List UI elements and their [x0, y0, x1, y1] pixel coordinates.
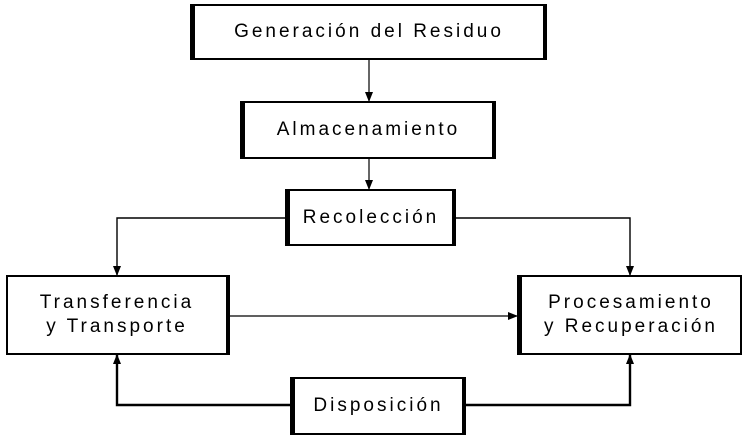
node-disposicion: Disposición	[290, 377, 466, 435]
node-procesamiento: Procesamiento y Recuperación	[517, 275, 742, 355]
node-transferencia: Transferencia y Transporte	[6, 275, 230, 355]
node-generacion: Generación del Residuo	[190, 4, 547, 60]
arrow-recoleccion-procesamiento	[456, 217, 634, 276]
arrow-recoleccion-transferencia	[113, 217, 285, 276]
node-almacenamiento: Almacenamiento	[240, 101, 496, 159]
arrow-disposicion-transferencia	[113, 354, 292, 407]
arrow-disposicion-procesamiento	[465, 354, 634, 407]
node-recoleccion: Recolección	[285, 189, 456, 246]
